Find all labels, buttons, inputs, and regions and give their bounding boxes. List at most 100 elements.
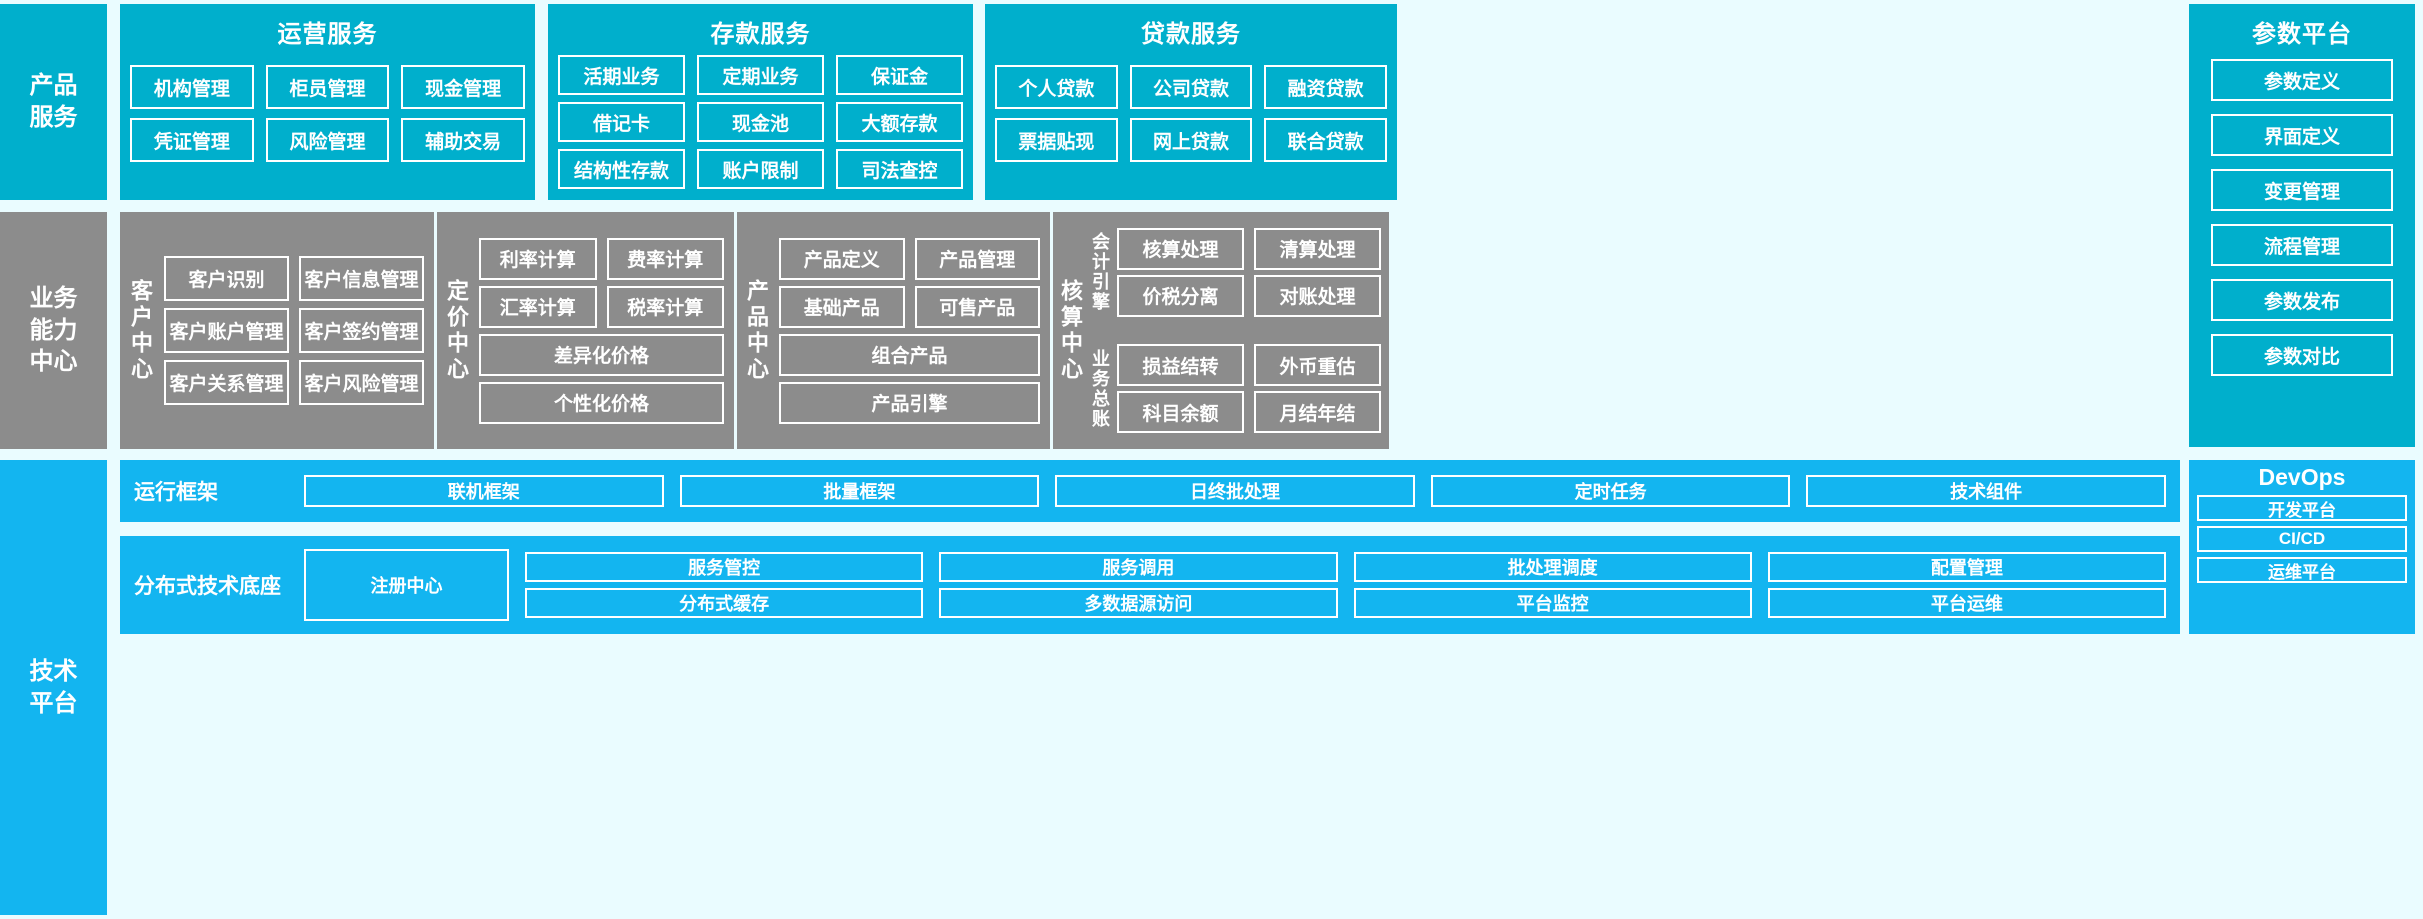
param-item[interactable]: 参数定义 (2211, 59, 2393, 101)
capability-item[interactable]: 个性化价格 (479, 381, 724, 424)
layer-label-text: 产品 服务 (29, 72, 78, 131)
capability-item[interactable]: 月结年结 (1254, 391, 1381, 434)
capability-item[interactable]: 客户关系管理 (164, 360, 289, 405)
tech-item[interactable]: 日终批处理 (1055, 475, 1415, 507)
capability-item[interactable]: 汇率计算 (479, 285, 597, 328)
service-item[interactable]: 结构性存款 (558, 149, 685, 189)
devops-panel: DevOps 开发平台 CI/CD 运维平台 (2189, 460, 2415, 634)
service-item[interactable]: 个人贷款 (995, 65, 1118, 109)
param-platform-title: 参数平台 (2252, 21, 2352, 48)
service-item[interactable]: 活期业务 (558, 55, 685, 95)
tech-item-registry[interactable]: 注册中心 (304, 549, 509, 621)
layer-label-text: 业务 能力 中心 (29, 284, 78, 376)
devops-item[interactable]: 运维平台 (2197, 557, 2407, 583)
capability-item[interactable]: 损益结转 (1117, 344, 1244, 387)
tech-item[interactable]: 技术组件 (1806, 475, 2166, 507)
service-item[interactable]: 保证金 (836, 55, 963, 95)
tech-item[interactable]: 多数据源访问 (939, 588, 1338, 618)
tech-strip-name: 运行框架 (134, 481, 218, 504)
capability-item[interactable]: 利率计算 (479, 237, 597, 280)
capability-item[interactable]: 客户账户管理 (164, 308, 289, 353)
capability-item[interactable]: 外币重估 (1254, 344, 1381, 387)
capability-item[interactable]: 客户风险管理 (299, 360, 424, 405)
capability-item[interactable]: 客户识别 (164, 256, 289, 301)
layer-label-text: 技术 平台 (29, 657, 78, 717)
capability-item[interactable]: 客户签约管理 (299, 308, 424, 353)
capability-item[interactable]: 价税分离 (1117, 274, 1244, 317)
tech-platform-layer: 技术 平台 运行框架 联机框架 批量框架 日终批处理 定时任务 技术组件 分布式… (0, 460, 2423, 915)
capability-item[interactable]: 费率计算 (606, 237, 724, 280)
tech-strip-name: 分布式技术底座 (134, 575, 281, 598)
service-group-title: 存款服务 (710, 21, 811, 48)
business-center-name: 定价中心 (444, 278, 469, 383)
capability-item[interactable]: 产品引擎 (779, 381, 1040, 424)
business-capability-layer: 业务 能力 中心 客户中心 客户识别 客户信息管理 客户账户管理 客户签约管理 … (0, 212, 2423, 449)
service-item[interactable]: 网上贷款 (1129, 118, 1253, 162)
business-center-name: 客户中心 (128, 278, 153, 383)
service-group-operation: 运营服务 机构管理 柜员管理 现金管理 凭证管理 风险管理 辅助交易 (120, 4, 535, 200)
service-item[interactable]: 司法查控 (836, 149, 963, 189)
accounting-sub-label-engine: 会计引擎 (1090, 232, 1110, 313)
capability-item[interactable]: 清算处理 (1254, 227, 1381, 270)
service-item[interactable]: 联合贷款 (1264, 118, 1387, 162)
service-item[interactable]: 辅助交易 (401, 118, 525, 162)
tech-item[interactable]: 平台运维 (1767, 588, 2166, 618)
service-group-deposit: 存款服务 活期业务 定期业务 保证金 借记卡 现金池 大额存款 结构性存款 账户… (548, 4, 973, 200)
tech-item[interactable]: 定时任务 (1430, 475, 1791, 507)
product-service-layer: 产品 服务 运营服务 机构管理 柜员管理 现金管理 凭证管理 风险管理 辅助交易… (0, 4, 2423, 200)
business-center-customer: 客户中心 客户识别 客户信息管理 客户账户管理 客户签约管理 客户关系管理 客户… (120, 212, 434, 449)
capability-item[interactable]: 基础产品 (779, 285, 905, 328)
service-item[interactable]: 定期业务 (697, 55, 824, 95)
service-item[interactable]: 公司贷款 (1129, 65, 1253, 109)
service-item[interactable]: 柜员管理 (265, 65, 390, 109)
tech-item[interactable]: 平台监控 (1353, 588, 1752, 618)
layer-label-product-service: 产品 服务 (0, 4, 107, 200)
param-item[interactable]: 界面定义 (2211, 114, 2393, 156)
layer-label-tech-platform: 技术 平台 (0, 460, 107, 915)
service-item[interactable]: 大额存款 (836, 102, 963, 142)
capability-item[interactable]: 科目余额 (1117, 391, 1244, 434)
capability-item[interactable]: 组合产品 (779, 333, 1040, 376)
tech-item[interactable]: 分布式缓存 (525, 588, 924, 618)
devops-title: DevOps (2258, 464, 2346, 490)
service-item[interactable]: 现金池 (697, 102, 824, 142)
service-item[interactable]: 借记卡 (558, 102, 685, 142)
param-item[interactable]: 流程管理 (2211, 224, 2393, 266)
service-group-title: 运营服务 (277, 21, 378, 48)
tech-item[interactable]: 服务管控 (525, 552, 924, 582)
business-center-name: 产品中心 (744, 278, 769, 383)
service-item[interactable]: 融资贷款 (1264, 65, 1387, 109)
service-item[interactable]: 现金管理 (401, 65, 525, 109)
business-center-name: 核算中心 (1058, 278, 1083, 383)
service-item[interactable]: 票据贴现 (995, 118, 1118, 162)
devops-item[interactable]: 开发平台 (2197, 495, 2407, 521)
tech-item[interactable]: 批处理调度 (1353, 552, 1752, 582)
business-center-accounting: 核算中心 会计引擎 核算处理 清算处理 价税分离 对账处理 (1053, 212, 1389, 449)
service-item[interactable]: 机构管理 (130, 65, 254, 109)
tech-strip-runtime-framework: 运行框架 联机框架 批量框架 日终批处理 定时任务 技术组件 (120, 460, 2180, 522)
service-group-title: 贷款服务 (1141, 21, 1241, 48)
capability-item[interactable]: 差异化价格 (479, 333, 724, 376)
business-center-product: 产品中心 产品定义 产品管理 基础产品 可售产品 组合产品 产品引擎 (737, 212, 1050, 449)
capability-item[interactable]: 核算处理 (1117, 227, 1244, 270)
param-item[interactable]: 参数对比 (2211, 334, 2393, 376)
param-platform-panel: 参数平台 参数定义 界面定义 变更管理 流程管理 参数发布 参数对比 (2189, 4, 2415, 447)
param-item[interactable]: 参数发布 (2211, 279, 2393, 321)
tech-item[interactable]: 联机框架 (304, 475, 664, 507)
capability-item[interactable]: 税率计算 (606, 285, 724, 328)
devops-item[interactable]: CI/CD (2197, 526, 2407, 552)
capability-item[interactable]: 对账处理 (1254, 274, 1381, 317)
capability-item[interactable]: 可售产品 (914, 285, 1040, 328)
param-item[interactable]: 变更管理 (2211, 169, 2393, 211)
tech-item[interactable]: 配置管理 (1767, 552, 2166, 582)
business-center-pricing: 定价中心 利率计算 费率计算 汇率计算 税率计算 差异化价格 个性化价格 (437, 212, 734, 449)
tech-item[interactable]: 服务调用 (939, 552, 1338, 582)
capability-item[interactable]: 产品定义 (779, 237, 905, 280)
capability-item[interactable]: 产品管理 (914, 237, 1040, 280)
service-item[interactable]: 凭证管理 (130, 118, 254, 162)
service-item[interactable]: 账户限制 (697, 149, 824, 189)
layer-label-business-capability: 业务 能力 中心 (0, 212, 107, 449)
capability-item[interactable]: 客户信息管理 (299, 256, 424, 301)
service-item[interactable]: 风险管理 (265, 118, 390, 162)
tech-item[interactable]: 批量框架 (679, 475, 1040, 507)
